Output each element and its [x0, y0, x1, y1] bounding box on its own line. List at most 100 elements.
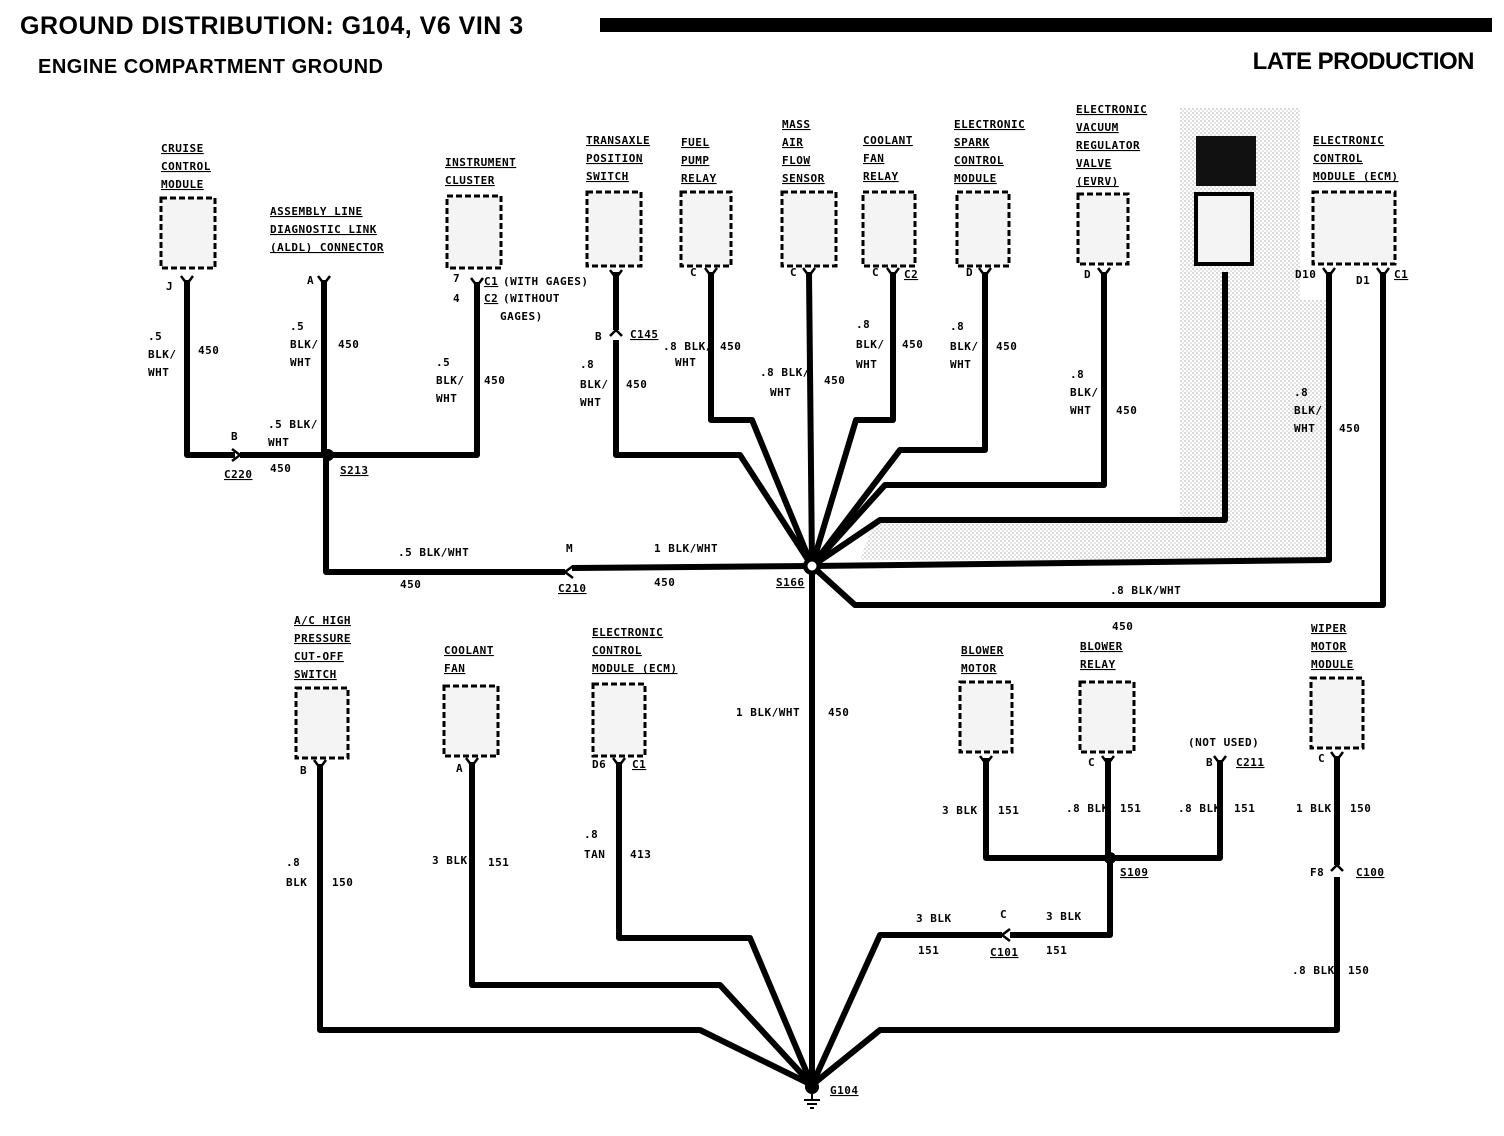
cf-label-1: COOLANT — [444, 644, 494, 657]
br-wire: .8 BLK — [1066, 802, 1109, 815]
c220-pin: B — [231, 430, 238, 443]
pin-arrow-ecm-d10 — [1322, 267, 1336, 279]
fuel-label-3: RELAY — [681, 172, 717, 185]
c100-conn: C100 — [1356, 866, 1385, 879]
not-used-note: (NOT USED) — [1188, 736, 1259, 749]
h-left-wire: .5 BLK/WHT — [398, 546, 469, 559]
s213-label: S213 — [340, 464, 369, 477]
pin-arrow-aldl — [317, 275, 331, 287]
c101-pin: C — [1000, 908, 1007, 921]
ecm-wire-1: .8 — [1294, 386, 1308, 399]
wire-c210-s166 — [571, 563, 813, 571]
fuel-ckt: 450 — [720, 340, 741, 353]
cfr-wire-1: .8 — [856, 318, 870, 331]
bottom-right-wire: .8 BLK/WHT — [1110, 584, 1181, 597]
esc-label-2: SPARK — [954, 136, 990, 149]
evrv-box — [1076, 192, 1130, 266]
fuel-label-2: PUMP — [681, 154, 710, 167]
evrv-label-5: (EVRV) — [1076, 175, 1119, 188]
ac-label-3: CUT-OFF — [294, 650, 344, 663]
coolant-fan-box — [442, 684, 500, 758]
splice-s109 — [1104, 852, 1116, 864]
s109-label: S109 — [1120, 866, 1149, 879]
esc-wire-1: .8 — [950, 320, 964, 333]
ac-wire-1: .8 — [286, 856, 300, 869]
transaxle-switch-box — [585, 190, 643, 268]
wire-c101-g104 — [809, 932, 1002, 1087]
wire-maf — [806, 271, 815, 567]
c100-pin: F8 — [1310, 866, 1324, 879]
pin-arrow-maf — [802, 267, 816, 279]
pin-arrow-cfr — [886, 267, 900, 279]
cf-wire: 3 BLK — [432, 854, 468, 867]
trans-pin: B — [595, 330, 602, 343]
pin-arrow-fuel — [704, 267, 718, 279]
pin-arrow-trans — [609, 269, 623, 281]
wire-ac — [317, 764, 814, 1088]
cluster-wire-1: .5 — [436, 356, 450, 369]
esc-label-4: MODULE — [954, 172, 997, 185]
pin-arrow-c100 — [1330, 863, 1344, 872]
trans-label-2: POSITION — [586, 152, 643, 165]
component-labels: CRUISE CONTROL MODULE ASSEMBLY LINE DIAG… — [161, 103, 1398, 681]
c210-pin: M — [566, 542, 573, 555]
ecmb-label-2: CONTROL — [592, 644, 642, 657]
pin-arrow-c145 — [609, 328, 623, 337]
cluster-c1-note: (WITH GAGES) — [503, 275, 588, 288]
pin-arrow-ecmb — [612, 757, 626, 769]
evrv-label-3: REGULATOR — [1076, 139, 1140, 152]
aldl-ckt: 450 — [338, 338, 359, 351]
h-left-ckt: 450 — [400, 578, 421, 591]
fuel-wire-2: WHT — [675, 356, 696, 369]
ecm-ckt: 450 — [1339, 422, 1360, 435]
instrument-cluster-box — [445, 194, 503, 270]
pin-arrow-br — [1101, 755, 1115, 767]
evrv-label-4: VALVE — [1076, 157, 1112, 170]
maf-label-1: MASS — [782, 118, 811, 131]
cfr-label-1: COOLANT — [863, 134, 913, 147]
nu-wire: .8 BLK — [1178, 802, 1221, 815]
c211-conn: C211 — [1236, 756, 1265, 769]
coolant-fan-relay-box — [861, 190, 917, 268]
ecm-bottom-box — [591, 682, 647, 758]
wire-ecm-bottom — [616, 762, 815, 1087]
trans-wire-1: .8 — [580, 358, 594, 371]
pin-arrow-cruise — [180, 275, 194, 287]
c220-conn: C220 — [224, 468, 253, 481]
br-ckt: 151 — [1120, 802, 1141, 815]
esc-wire-2: BLK/ — [950, 340, 979, 353]
ac-pin: B — [300, 764, 307, 777]
esc-ckt: 450 — [996, 340, 1017, 353]
cluster-c2-note: (WITHOUT — [503, 292, 560, 305]
blower-relay-box — [1078, 680, 1136, 754]
trans-label-3: SWITCH — [586, 170, 629, 183]
cluster-wire-2: BLK/ — [436, 374, 465, 387]
pin-arrows — [180, 267, 1390, 942]
fuel-wire-1: .8 BLK/ — [663, 340, 713, 353]
pin-arrow-ecm-d1 — [1376, 267, 1390, 279]
cf-pin: A — [456, 762, 463, 775]
g104-label: G104 — [830, 1084, 859, 1097]
pin-arrow-cf — [465, 757, 479, 769]
wire-ecm-d1 — [809, 272, 1386, 608]
trans-label-1: TRANSAXLE — [586, 134, 650, 147]
wire-coolant-fan — [469, 762, 815, 1088]
pin-arrow-c101 — [999, 928, 1011, 942]
evrv-wire-3: WHT — [1070, 404, 1091, 417]
c220-wire-2: WHT — [268, 436, 289, 449]
h-mid-ckt: 450 — [654, 576, 675, 589]
br-label-1: BLOWER — [1080, 640, 1123, 653]
cfr-label-3: RELAY — [863, 170, 899, 183]
cfr-conn: C2 — [904, 268, 918, 281]
wiper-label-3: MODULE — [1311, 658, 1354, 671]
trans-wire-3: WHT — [580, 396, 601, 409]
ecm-pin-d10: D10 — [1295, 268, 1316, 281]
cfr-label-2: FAN — [863, 152, 884, 165]
evrv-label-2: VACUUM — [1076, 121, 1119, 134]
ecmb-ckt: 413 — [630, 848, 651, 861]
wiper-ckt: 150 — [1350, 802, 1371, 815]
c101-left-wire: 3 BLK — [916, 912, 952, 925]
pin-arrow-ac — [313, 759, 327, 771]
bm-label-2: MOTOR — [961, 662, 997, 675]
